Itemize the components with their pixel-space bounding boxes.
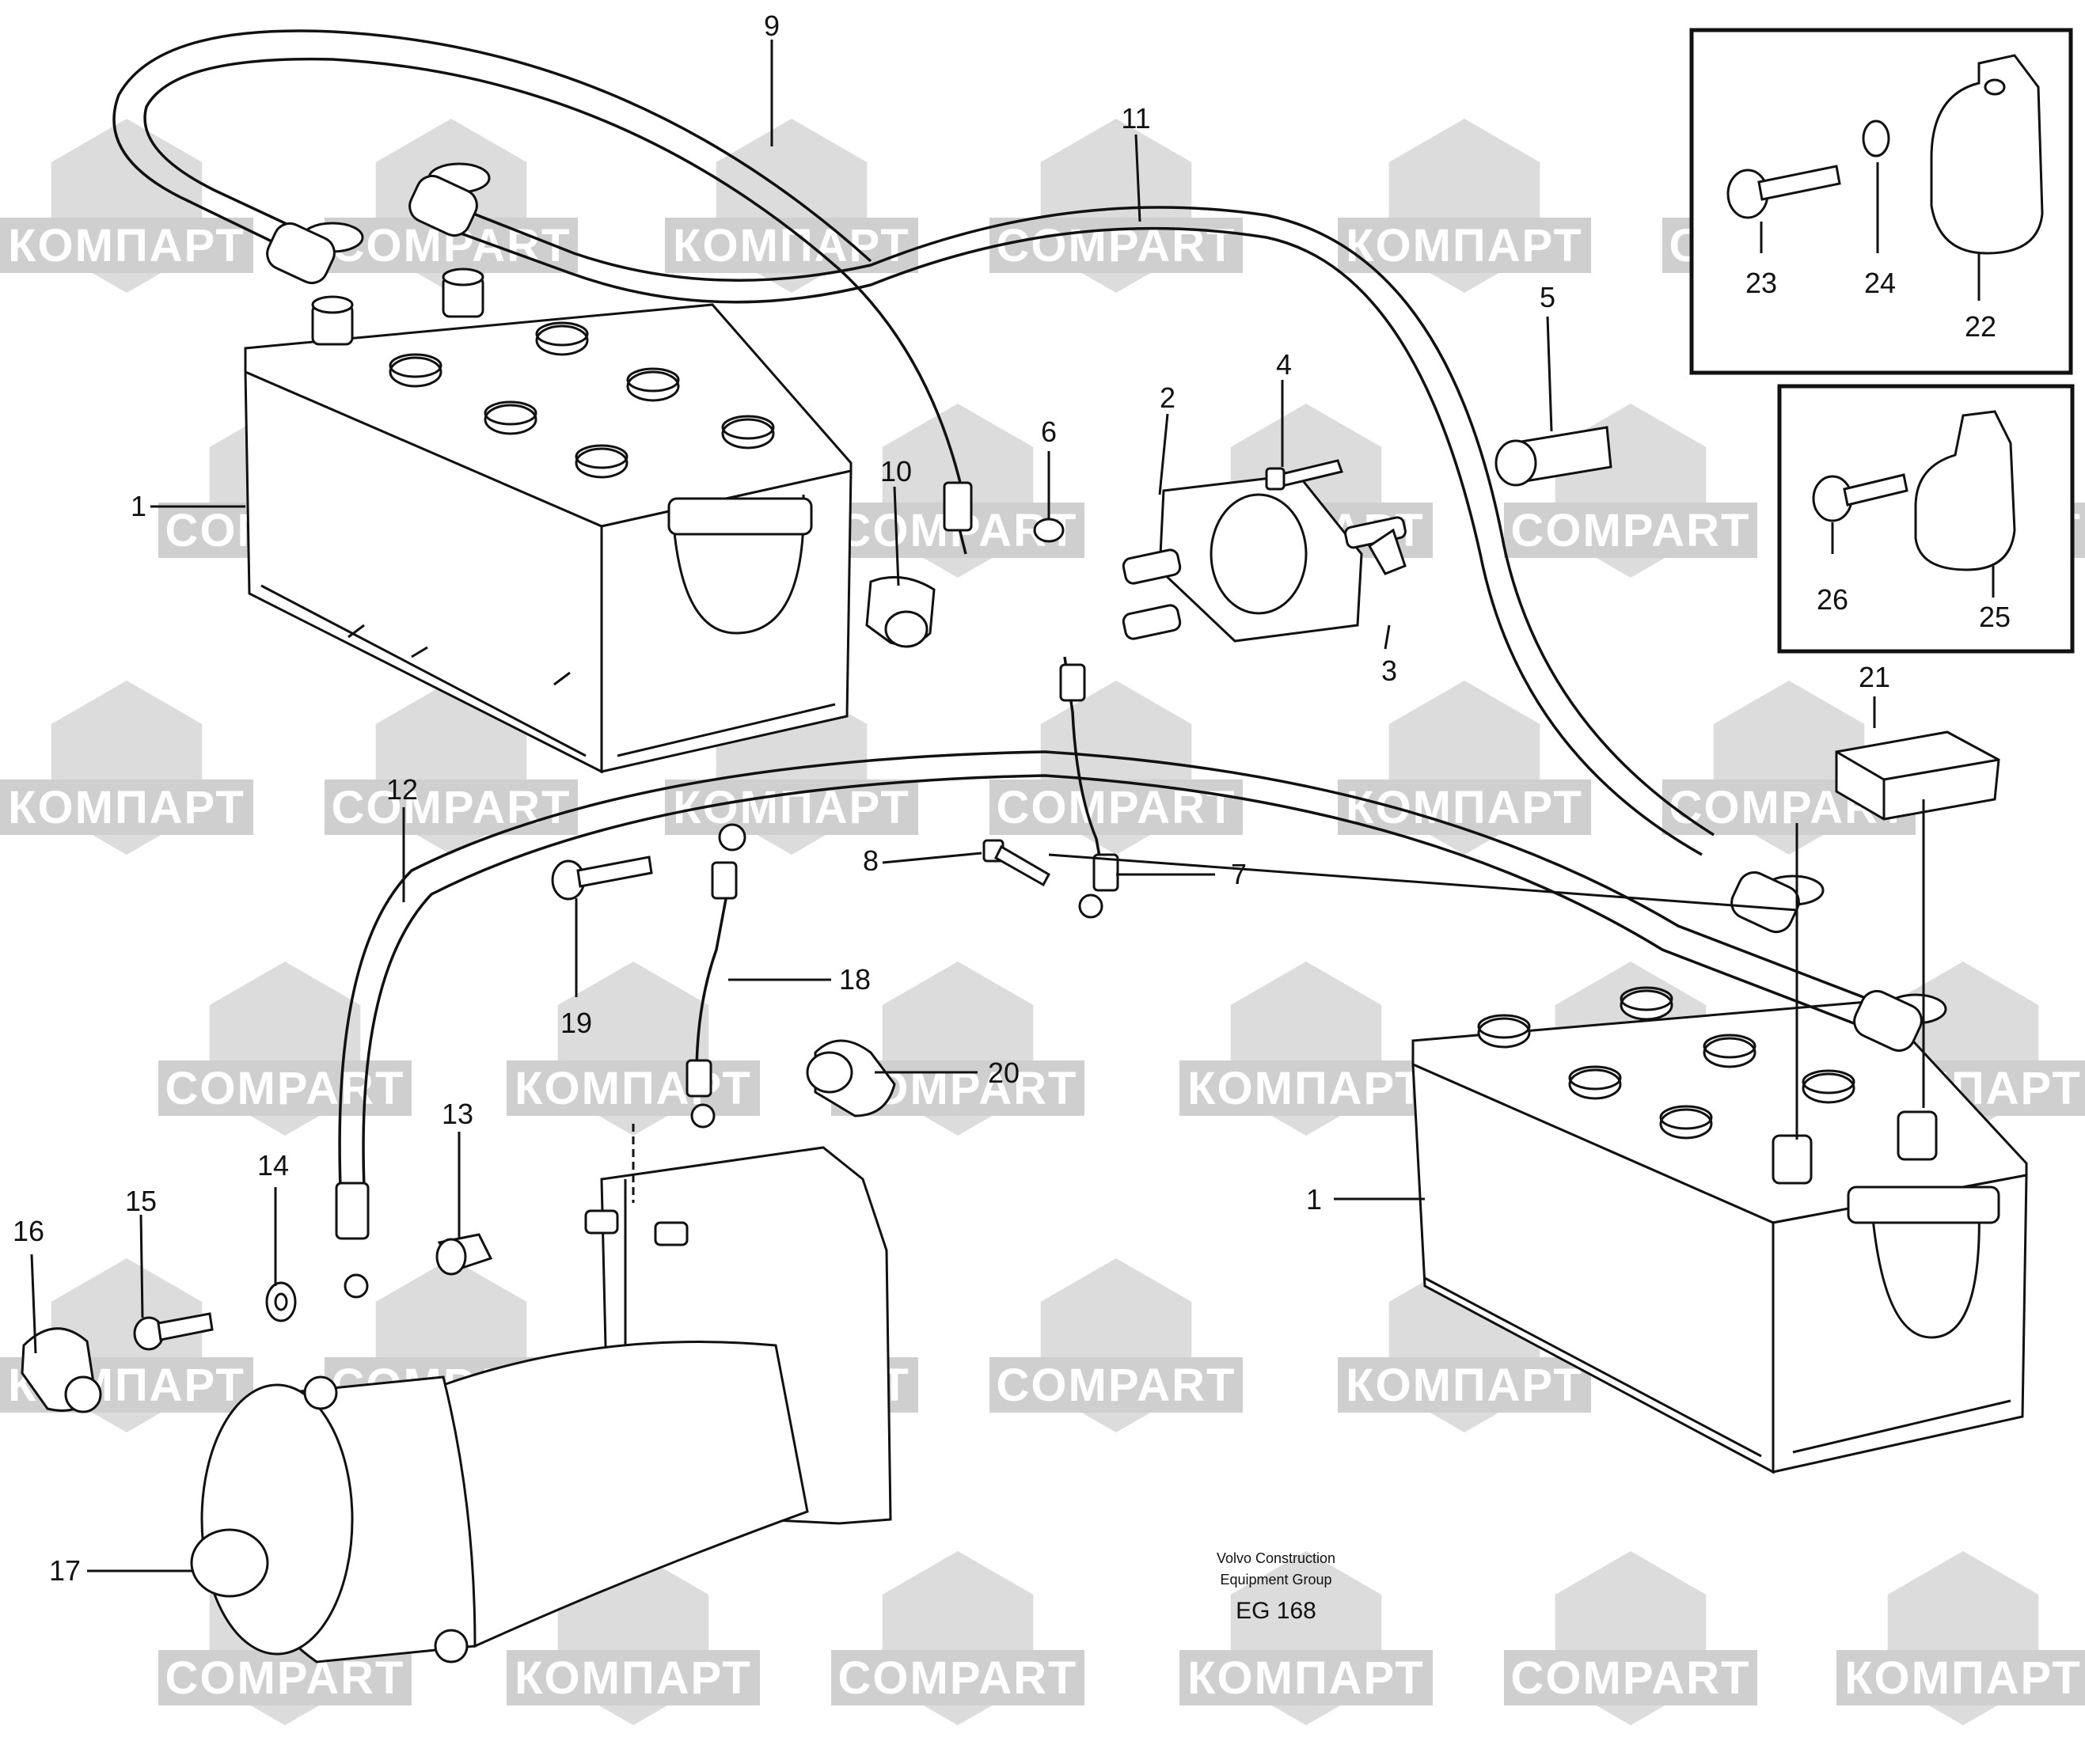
watermark-band [831, 1650, 1084, 1705]
callout-24: 24 [1864, 267, 1896, 299]
watermark-text: COMPART [1511, 505, 1751, 556]
watermark-text: КОМПАРТ [1346, 220, 1583, 271]
callout-10: 10 [880, 455, 912, 487]
callout-17: 17 [49, 1554, 81, 1587]
watermark-band [1338, 780, 1591, 835]
callout-20: 20 [988, 1057, 1020, 1089]
watermark-text: COMPART [332, 782, 572, 833]
callout-1-right: 1 [1306, 1183, 1322, 1216]
watermark-band [158, 1060, 412, 1116]
watermark-text: КОМПАРТ [1346, 782, 1583, 833]
credit-block: Volvo Construction Equipment Group EG 16… [1217, 1550, 1335, 1624]
watermark-text: COMPART [997, 1360, 1236, 1411]
watermark-band [989, 218, 1243, 273]
callout-3: 3 [1381, 654, 1397, 687]
watermark-text: КОМПАРТ [8, 220, 245, 271]
watermark-band [507, 1650, 760, 1705]
callout-13: 13 [442, 1098, 473, 1130]
callout-15: 15 [125, 1185, 157, 1217]
inset-clamp-22 [1689, 28, 2073, 375]
callout-25: 25 [1979, 601, 2011, 633]
callout-16: 16 [13, 1215, 44, 1247]
watermark-band [1504, 1650, 1757, 1705]
callout-9: 9 [764, 9, 780, 42]
callout-18: 18 [839, 963, 871, 996]
watermark-text: COMPART [165, 1063, 405, 1114]
watermark-band [989, 1357, 1243, 1413]
callout-1-left: 1 [131, 490, 146, 522]
battery-left-caps [389, 321, 775, 479]
watermark-band [158, 1650, 412, 1705]
watermark-band [0, 780, 253, 835]
watermark-text: COMPART [997, 220, 1236, 271]
callout-19: 19 [560, 1007, 592, 1039]
battery-relay [1122, 473, 1407, 643]
inset-clamp-25 [1777, 384, 2075, 654]
leader-lines [30, 40, 1995, 1572]
watermark-band [1338, 218, 1591, 273]
watermark-band [1504, 503, 1757, 558]
watermark-text: КОМПАРТ [1346, 1360, 1583, 1411]
watermark-band [325, 780, 578, 835]
callout-labels: 1 1 2 3 4 5 6 7 8 9 10 11 12 13 14 15 16… [13, 9, 2011, 1587]
credit-line-1: Volvo Construction [1217, 1550, 1335, 1566]
callout-5: 5 [1540, 281, 1555, 313]
watermark-text: COMPART [838, 1652, 1078, 1704]
watermark-text: КОМПАРТ [1187, 1063, 1425, 1114]
callout-14: 14 [257, 1149, 289, 1182]
callout-26: 26 [1817, 583, 1848, 616]
watermark-text: КОМПАРТ [1844, 1652, 2082, 1704]
callout-22: 22 [1965, 310, 1996, 343]
starter-motor [190, 1124, 892, 1663]
callout-2: 2 [1160, 381, 1175, 414]
watermark-text: COMPART [165, 1652, 405, 1704]
watermark-band [0, 218, 253, 273]
callout-4: 4 [1276, 348, 1292, 381]
terminal-clamps [266, 162, 1947, 1053]
watermark-text: КОМПАРТ [8, 782, 245, 833]
watermark-text: COMPART [997, 782, 1236, 833]
drawing-code: EG 168 [1236, 1598, 1316, 1624]
watermark-band [1338, 1357, 1591, 1413]
watermark-text: КОМПАРТ [515, 1652, 752, 1704]
callout-6: 6 [1041, 415, 1057, 448]
small-parts [21, 426, 2000, 1413]
callout-21: 21 [1859, 661, 1890, 693]
watermark-text: COMPART [1511, 1652, 1751, 1704]
watermark-band [989, 780, 1243, 835]
battery-left [244, 267, 853, 774]
watermark-band [1179, 1650, 1433, 1705]
callout-12: 12 [386, 773, 418, 806]
credit-line-2: Equipment Group [1220, 1572, 1331, 1588]
watermark-text: КОМПАРТ [515, 1063, 752, 1114]
callout-8: 8 [863, 844, 879, 877]
cables [112, 29, 1885, 1299]
callout-11: 11 [1121, 102, 1150, 135]
watermark-text: КОМПАРТ [1187, 1652, 1425, 1704]
battery-right [1411, 986, 2028, 1474]
watermark-band [1836, 1650, 2085, 1705]
watermark-text: КОМПАРТ [673, 782, 910, 833]
callout-23: 23 [1745, 267, 1777, 299]
watermark-band [1179, 1060, 1433, 1116]
callout-7: 7 [1231, 858, 1247, 890]
watermark-band [507, 1060, 760, 1116]
battery-right-caps [1477, 986, 1855, 1140]
